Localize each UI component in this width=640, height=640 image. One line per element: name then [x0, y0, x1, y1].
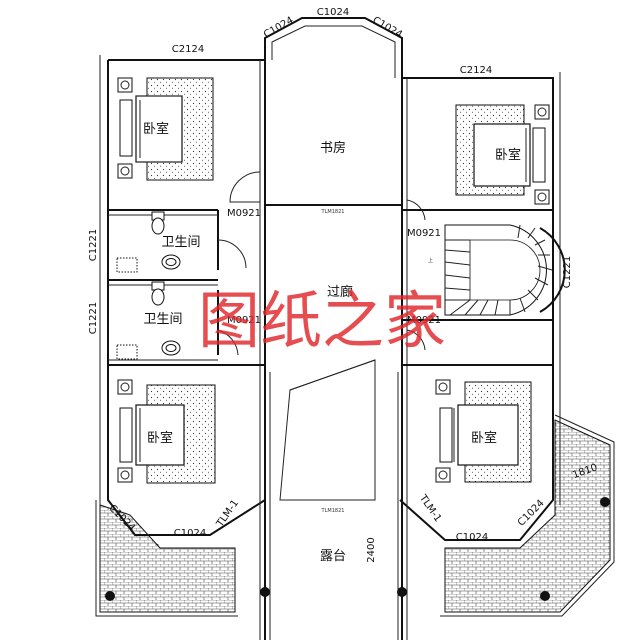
window-code-bedroom-ne: C2124: [460, 65, 492, 76]
door-code-bath-lower: M0921: [227, 315, 261, 326]
door-code-bedroom-ne: M0921: [407, 228, 441, 239]
bed-northwest: [117, 77, 214, 181]
study-bay: [271, 25, 396, 78]
beam-label-bottom: TLM1821: [321, 508, 345, 514]
bathroom-upper-fixtures: [116, 211, 181, 273]
room-label-bathroom-upper: 卫生间: [161, 235, 200, 250]
spiral-stair: [444, 224, 566, 316]
window-code-stair: C1221: [562, 256, 573, 288]
room-label-bathroom-lower: 卫生间: [143, 312, 182, 327]
room-label-corridor: 过廊: [327, 284, 353, 300]
door-code-bedroom-se: M0921: [407, 315, 441, 326]
window-code-bath-upper: C1221: [88, 229, 99, 261]
balcony-southeast: [440, 414, 615, 617]
door-code-study: M0921: [227, 208, 261, 219]
window-code-bedroom-se-bottom: C1024: [456, 532, 488, 543]
stair-void-outline: [279, 359, 376, 501]
window-code-bedroom-sw-bottom: C1024: [174, 528, 206, 539]
room-label-study: 书房: [320, 140, 346, 156]
columns: [105, 497, 610, 601]
window-code-bath-lower: C1221: [88, 302, 99, 334]
room-label-bedroom-ne: 卧室: [495, 147, 521, 163]
window-code-study-top: C1024: [317, 7, 349, 18]
bed-southwest: [117, 379, 216, 484]
window-code-study-right: C1024: [370, 15, 404, 41]
watermark: 图纸之家: [198, 284, 446, 357]
bed-southeast: [435, 379, 532, 483]
outer-walls: [99, 17, 561, 640]
room-label-terrace: 露台: [320, 549, 346, 564]
stair-up-mark: 上: [428, 257, 433, 264]
window-code-bedroom-nw: C2124: [172, 44, 204, 55]
window-code-study-left: C1024: [262, 15, 296, 41]
bathroom-lower-fixtures: [116, 281, 181, 360]
room-label-bedroom-sw: 卧室: [147, 430, 173, 446]
door-swings: [217, 171, 426, 356]
room-label-bedroom-se: 卧室: [471, 430, 497, 446]
beam-label-top: TLM1821: [321, 209, 345, 215]
interior-walls: [108, 204, 553, 640]
bed-northeast: [455, 104, 550, 205]
dimension-terrace-depth: 2400: [366, 537, 377, 562]
room-label-bedroom-nw: 卧室: [143, 121, 169, 137]
door-code-sliding-sw: TLM-1: [214, 498, 241, 530]
